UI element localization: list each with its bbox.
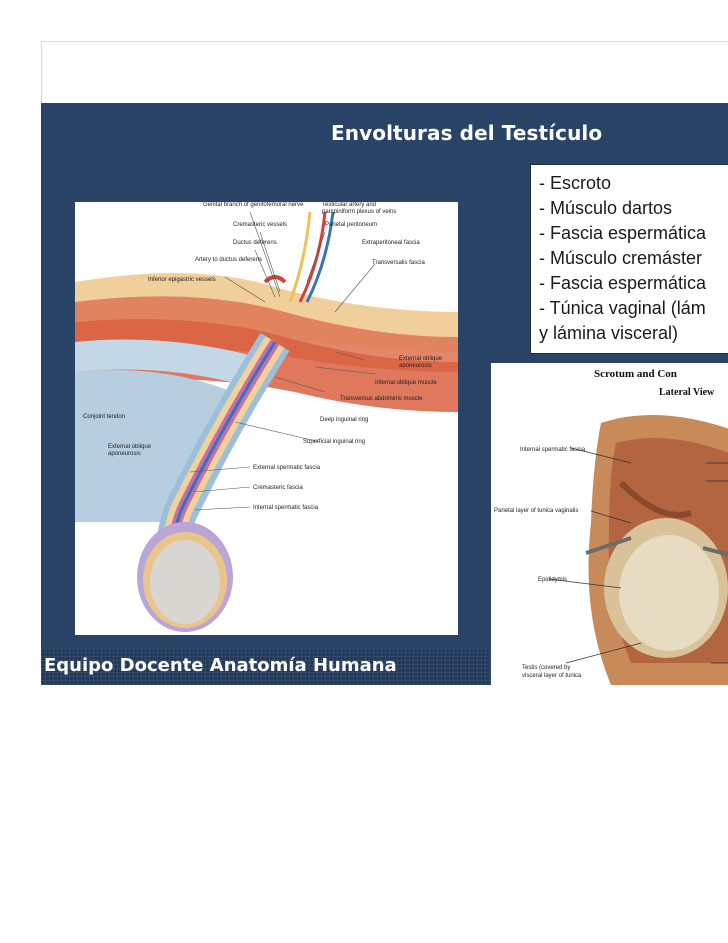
footer-band — [41, 650, 490, 685]
label-external-spermatic: External spermatic fascia — [253, 465, 321, 471]
label-epididymis: Epididymis — [538, 577, 567, 583]
label-internal-spermatic: Internal spermatic fascia — [253, 505, 319, 511]
page-top-edge — [41, 41, 728, 42]
label-internal-oblique: Internal oblique muscle — [375, 380, 437, 386]
label-parietal-layer: Parietal layer of tunica vaginalis — [494, 508, 578, 514]
label-artery-ductus: Artery to ductus deferens — [195, 257, 262, 263]
label-conjoint-tendon: Conjoint tendon — [83, 414, 125, 420]
label-deep-ring: Deep inguinal ring — [320, 417, 368, 423]
list-item: - Músculo cremáster — [539, 248, 703, 268]
right-figure-subtitle: Lateral View — [659, 387, 715, 398]
inguinal-canal-illustration: Genital branch of genitofemoral nerve Te… — [75, 202, 458, 635]
scrotum-lateral-view-image: Scrotum and Con Lateral View Internal sp… — [491, 363, 728, 685]
list-item: - Escroto — [539, 173, 612, 193]
list-item: - Fascia espermática — [539, 223, 707, 243]
label-pampiniform: pampiniform plexus of veins — [322, 209, 396, 215]
label-cremasteric-vessels: Cremasteric vessels — [233, 222, 287, 228]
page-left-edge — [41, 41, 42, 103]
footer-credit: Equipo Docente Anatomía Humana — [44, 655, 397, 676]
envolturas-list-box: - Escroto - Músculo dartos - Fascia espe… — [530, 164, 728, 354]
label-parietal-peritoneum: Parietal peritoneum — [325, 222, 377, 228]
label-ext-oblique-left-1: External oblique — [108, 444, 152, 450]
label-ductus-deferens: Ductus deferens — [233, 240, 277, 246]
list-item: - Túnica vaginal (lám — [539, 298, 706, 318]
label-ext-oblique-2: aponeurosis — [399, 363, 432, 369]
right-figure-title: Scrotum and Con — [594, 368, 677, 380]
inguinal-canal-drawing: Genital branch of genitofemoral nerve Te… — [75, 202, 458, 635]
scrotum-drawing: Scrotum and Con Lateral View Internal sp… — [491, 363, 728, 685]
label-testicular-artery: Testicular artery and — [322, 202, 376, 208]
label-extraperitoneal-fascia: Extraperitoneal fascia — [362, 240, 420, 246]
list-item: y lámina visceral) — [539, 323, 679, 343]
label-testis-2: visceral layer of tunica — [522, 673, 582, 679]
slide-title: Envolturas del Testículo — [331, 121, 603, 145]
label-cremasteric-fascia: Cremasteric fascia — [253, 485, 303, 491]
label-transversus: Transversus abdominis muscle — [340, 396, 423, 402]
label-inferior-epigastric: Inferior epigastric vessels — [148, 277, 216, 283]
label-genital-branch: Genital branch of genitofemoral nerve — [203, 202, 304, 208]
list-item: - Fascia espermática — [539, 273, 707, 293]
label-transversalis-fascia: Transversalis fascia — [372, 260, 425, 266]
label-superficial-ring: Superficial inguinal ring — [303, 439, 365, 445]
label-testis-1: Testis (covered by — [522, 665, 570, 671]
label-internal-spermatic-fascia: Internal spermatic fascia — [520, 447, 586, 453]
list-item: - Músculo dartos — [539, 198, 673, 218]
label-ext-oblique-1: External oblique — [399, 356, 443, 362]
label-ext-oblique-left-2: aponeurosis — [108, 451, 141, 457]
